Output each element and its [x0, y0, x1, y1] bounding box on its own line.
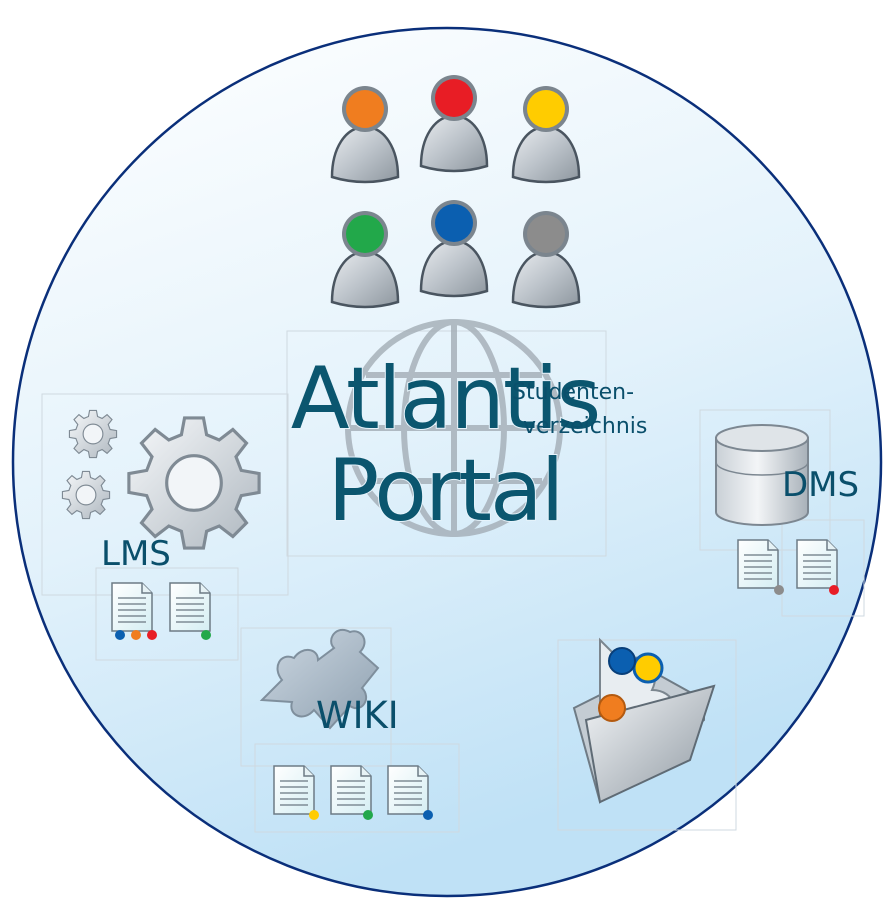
person-icon: [330, 84, 400, 184]
open-folder-icon: [572, 637, 716, 804]
person-icon: [419, 73, 489, 173]
person-icon: [511, 84, 581, 184]
layout-frames: [41, 330, 865, 833]
person-icon: [511, 209, 581, 309]
student-directory-label-line1: Studenten-: [512, 380, 635, 405]
globe-icon: [345, 319, 563, 537]
database-icon: [715, 424, 809, 526]
student-directory-label-line2: verzeichnis: [523, 414, 648, 439]
user-group: [330, 73, 581, 309]
document-icon: [111, 539, 839, 820]
person-icon: [419, 198, 489, 298]
person-icon: [330, 209, 400, 309]
puzzle-piece-icon: [259, 629, 380, 730]
portal-title-line1: Atlantis: [290, 349, 603, 449]
lms-label: LMS: [101, 534, 171, 574]
dms-label: DMS: [782, 465, 860, 505]
wiki-label: WIKI: [316, 694, 399, 737]
portal-title-line2: Portal: [326, 441, 565, 541]
